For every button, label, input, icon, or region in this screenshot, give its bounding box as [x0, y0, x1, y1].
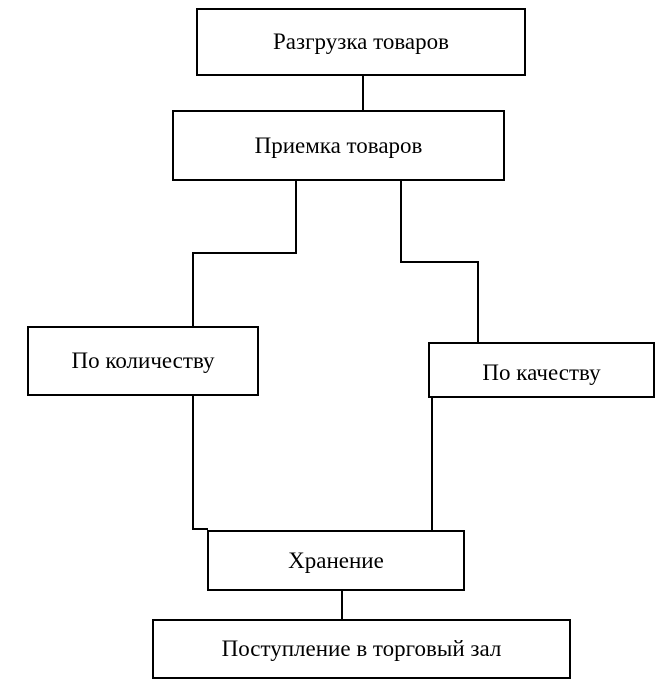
edge-quantity-storage — [192, 396, 208, 530]
node-label: Приемка товаров — [254, 132, 423, 158]
node-by-quantity: По количеству — [27, 326, 259, 396]
node-label: Хранение — [288, 547, 384, 573]
node-acceptance: Приемка товаров — [172, 110, 505, 181]
node-label: Поступление в торговый зал — [221, 636, 502, 661]
edge-acceptance-quality — [400, 181, 479, 342]
node-label: По качеству — [482, 360, 601, 385]
node-label: По количеству — [71, 348, 215, 373]
node-sales-floor: Поступление в торговый зал — [152, 619, 571, 679]
node-label: Разгрузка товаров — [273, 29, 449, 54]
node-unloading: Разгрузка товаров — [196, 8, 526, 76]
node-storage: Хранение — [207, 530, 465, 591]
edge-acceptance-quantity — [192, 181, 297, 326]
node-by-quality: По качеству — [428, 342, 655, 398]
